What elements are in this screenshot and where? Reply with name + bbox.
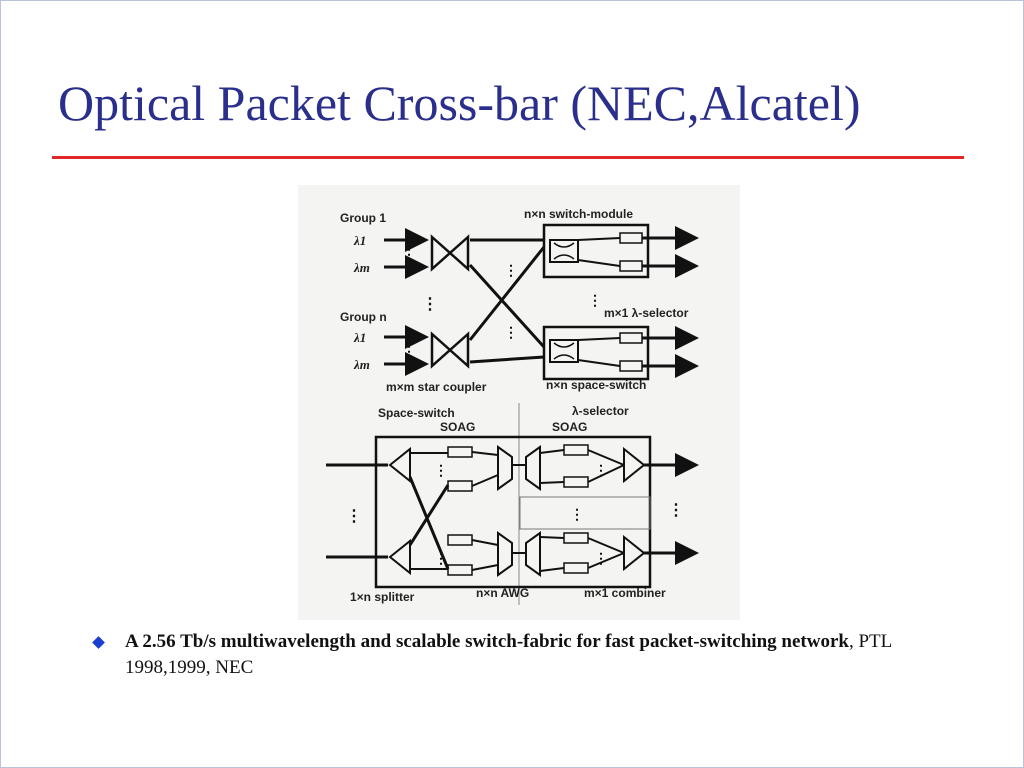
svg-text:⋮: ⋮ xyxy=(434,464,448,479)
svg-text:⋮: ⋮ xyxy=(434,552,448,567)
title-underline xyxy=(52,156,964,159)
label-star-coupler: m×m star coupler xyxy=(386,380,487,394)
svg-text:⋮: ⋮ xyxy=(504,326,518,341)
label-splitter: 1×n splitter xyxy=(350,590,415,604)
slide-title: Optical Packet Cross-bar (NEC,Alcatel) xyxy=(58,75,861,131)
citation-title: A 2.56 Tb/s multiwavelength and scalable… xyxy=(125,631,849,652)
label-soag-right: SOAG xyxy=(552,420,587,434)
label-space-switch: Space-switch xyxy=(378,406,455,420)
label-space-switch-top: n×n space-switch xyxy=(546,378,646,392)
label-awg: n×n AWG xyxy=(476,586,529,600)
svg-text:⋮: ⋮ xyxy=(346,508,362,525)
label-group-n: Group n xyxy=(340,310,387,324)
label-combiner: m×1 combiner xyxy=(584,586,666,600)
label-lambda-m-b: λm xyxy=(353,357,370,372)
label-lambda-m-a: λm xyxy=(353,260,370,275)
label-lambda-1-b: λ1 xyxy=(353,330,366,345)
label-lambda-selector: λ-selector xyxy=(572,404,629,418)
label-lambda-1-a: λ1 xyxy=(353,233,366,248)
label-group-1: Group 1 xyxy=(340,211,386,225)
svg-text:⋮: ⋮ xyxy=(402,248,416,263)
svg-text:⋮: ⋮ xyxy=(668,502,684,519)
citation-text: A 2.56 Tb/s multiwavelength and scalable… xyxy=(125,629,925,681)
label-switch-module: n×n switch-module xyxy=(524,207,633,221)
svg-text:⋮: ⋮ xyxy=(588,294,602,309)
switch-fabric-diagram: Group 1 λ1 λm Group n λ1 λm n×n switch-m… xyxy=(298,185,740,620)
label-lambda-selector-top: m×1 λ-selector xyxy=(604,306,689,320)
label-soag-left: SOAG xyxy=(440,420,475,434)
svg-text:⋮: ⋮ xyxy=(422,296,438,313)
citation-source: , PTL 1998,1999, NEC xyxy=(125,631,892,678)
svg-text:⋮: ⋮ xyxy=(570,508,584,523)
bullet-diamond-icon xyxy=(92,636,105,649)
svg-text:⋮: ⋮ xyxy=(504,264,518,279)
svg-text:⋮: ⋮ xyxy=(402,345,416,360)
